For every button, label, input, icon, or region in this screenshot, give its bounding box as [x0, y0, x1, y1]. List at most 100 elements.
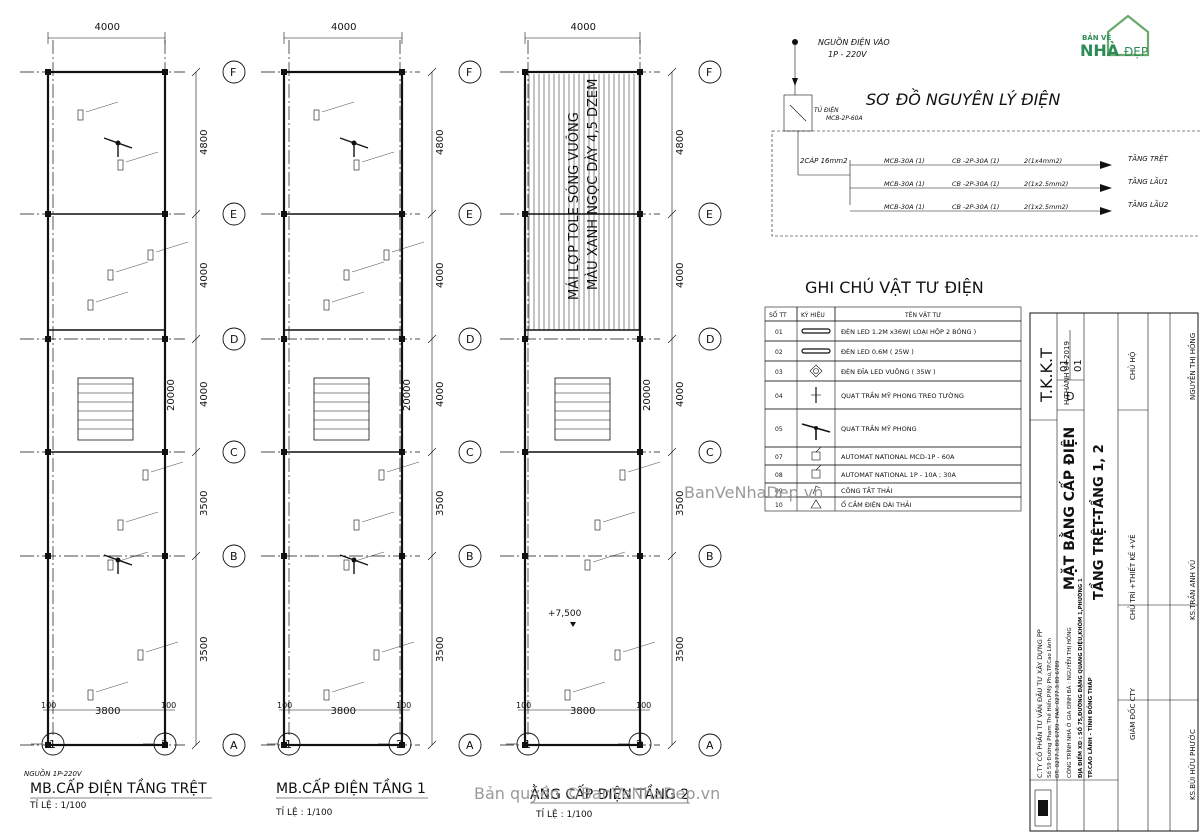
bottom-dimension: 3800	[95, 706, 120, 717]
total-dimension: 20000	[642, 379, 653, 411]
segment-dimension: 4000	[675, 263, 686, 288]
light-fixture-icon	[619, 469, 626, 481]
square-led-icon	[809, 364, 823, 378]
axis-bubble	[458, 60, 482, 84]
company-logo-icon	[1034, 789, 1052, 827]
breaker-icon	[811, 451, 821, 461]
axis-label: 2	[161, 738, 168, 751]
axis-label: E	[466, 208, 473, 221]
legend-number: 02	[775, 349, 783, 356]
branch-cable: 2(1x2.5mm2)	[1024, 180, 1068, 188]
segment-dimension: 4000	[199, 382, 210, 407]
axis-label: F	[230, 66, 236, 79]
axis-bubble	[698, 733, 722, 757]
segment-dimension: 4000	[199, 263, 210, 288]
legend-name: AUTOMAT NATIONAL 1P - 10A ; 30A	[841, 471, 957, 479]
axis-label: 1	[524, 738, 531, 751]
axis-label: 2	[396, 738, 403, 751]
light-fixture-icon	[117, 519, 124, 531]
segment-dimension: 4000	[675, 382, 686, 407]
branch-cable: 2(1x2.5mm2)	[1024, 203, 1068, 211]
axis-label: A	[230, 739, 238, 752]
legend-header-cell: TÊN VẬT TƯ	[904, 311, 941, 319]
light-fixture-icon	[313, 109, 320, 121]
segment-dimension: 3500	[675, 637, 686, 662]
legend-number: 10	[775, 502, 783, 509]
branch-cable: 2(1x4mm2)	[1024, 157, 1062, 165]
branch-cb: CB -2P-30A (1)	[952, 157, 999, 165]
segment-dimension: 4800	[675, 130, 686, 155]
arrow-icon	[1100, 207, 1112, 215]
drawing-title-line1: MẶT BẰNG CẤP ĐIỆN	[1058, 427, 1078, 590]
roof-note: MÁI LỢP TOLE SÓNG VUÔNG MÀU XANH NGỌC DÀ…	[566, 79, 601, 300]
axis-bubble	[458, 440, 482, 464]
light-fixture-icon	[117, 159, 124, 171]
light-fixture-icon	[87, 689, 94, 701]
light-fixture-icon	[614, 649, 621, 661]
project-name: CÔNG TRÌNH NHÀ Ở GIA ĐÌNH BÀ : NGUYỄN TH…	[1064, 627, 1073, 778]
logo-line2: NHÀ	[1080, 41, 1120, 60]
axis-label: 1	[285, 738, 292, 751]
branch-cb: CB -2P-30A (1)	[952, 203, 999, 211]
axis-bubble	[222, 544, 246, 568]
legend-number: 08	[775, 472, 783, 479]
axis-bubble	[458, 544, 482, 568]
axis-bubble	[222, 202, 246, 226]
company-address: Số 59 Đường Phạm Thế Hiển,P.Mỹ Phú,TP.Ca…	[1046, 637, 1053, 778]
legend-name: Ổ CẮM ĐIỆN DÀI THẢI	[841, 499, 911, 509]
axis-label: A	[706, 739, 714, 752]
legend-header-cell: KÝ HIỆU	[801, 311, 825, 319]
axis-label: 2	[636, 738, 643, 751]
legend-number: 04	[775, 393, 783, 400]
legend-row: 04 QUẠT TRẦN MỸ PHONG TREO TƯỜNG	[764, 380, 1022, 410]
branch-floor: TẦNG LẦU2	[1128, 199, 1169, 209]
cabinet-label: TỦ ĐIỆN	[814, 106, 839, 114]
light-fixture-icon	[373, 649, 380, 661]
axis-bubble	[698, 544, 722, 568]
power-source-label: NGUỒN 1P-220V	[24, 768, 83, 778]
legend-number: 09	[775, 488, 783, 495]
segment-dimension: 4800	[199, 130, 210, 155]
segment-dimension: 3500	[435, 637, 446, 662]
axis-label: E	[706, 208, 713, 221]
top-dimension: 4000	[95, 22, 120, 33]
legend-name: ĐÈN ĐĨA LED VUÔNG ( 35W )	[841, 367, 936, 376]
watermark-bottom: Bản quyền ©BanVeNhaDep.vn	[474, 784, 720, 803]
socket-icon	[810, 499, 822, 509]
plan-ground: 4000FEDCBA480040004000350035002000038001…	[20, 22, 246, 757]
axis-label: D	[706, 333, 714, 346]
segment-dimension: 3500	[435, 491, 446, 516]
logo-line3: ĐẸP	[1124, 45, 1148, 59]
legend-row: 08 AUTOMAT NATIONAL 1P - 10A ; 30A	[764, 464, 1022, 484]
branch-floor: TẦNG TRỆT	[1128, 153, 1169, 163]
sheet-symbol: Đ	[1066, 390, 1075, 403]
feed-cable-label: 2CÁP 16mm2	[800, 156, 848, 165]
legend-name: QUẠT TRẦN MỸ PHONG TREO TƯỜNG	[841, 390, 964, 400]
axis-label: C	[706, 446, 714, 459]
axis-label: B	[230, 550, 238, 563]
director-label: GIÁM ĐỐC CTY	[1127, 687, 1137, 740]
outer-wall	[46, 70, 167, 747]
site-logo: BẢN VẼ NHÀ ĐẸP	[1080, 14, 1150, 60]
axis-bubble	[222, 733, 246, 757]
drawing-title-line2: TẦNG TRỆT-TẦNG 1, 2	[1089, 444, 1107, 600]
branch-cb: CB -2P-30A (1)	[952, 180, 999, 188]
top-dimension: 4000	[331, 22, 356, 33]
branch-mcb: MCB-30A (1)	[884, 180, 925, 188]
light-fixture-icon	[564, 689, 571, 701]
legend-title: GHI CHÚ VẬT TƯ ĐIỆN	[805, 278, 984, 297]
branch-row: MCB-30A (1)CB -2P-30A (1)2(1x4mm2)TẦNG T…	[850, 153, 1169, 169]
branch-floor: TẦNG LẦU1	[1128, 176, 1168, 186]
led-tube-icon	[801, 328, 831, 334]
axis-bubble	[698, 60, 722, 84]
light-fixture-icon	[137, 649, 144, 661]
plan-title-floor1: MB.CẤP ĐIỆN TẦNG 1	[276, 778, 426, 797]
branch-row: MCB-30A (1)CB -2P-30A (1)2(1x2.5mm2)TẦNG…	[850, 199, 1169, 215]
ceiling-fan-icon	[339, 554, 369, 574]
main-breaker-label: MCB-2P-60A	[826, 115, 863, 122]
